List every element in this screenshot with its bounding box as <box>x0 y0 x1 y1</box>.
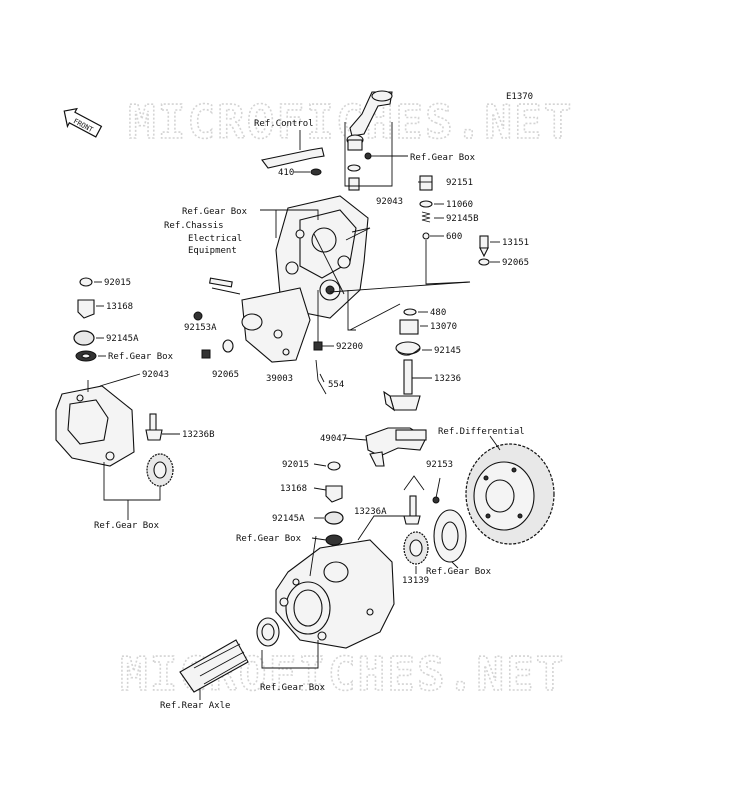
left-stack <box>73 277 97 362</box>
part-92065-washer-right <box>478 258 490 266</box>
label-13151: 13151 <box>502 238 529 248</box>
diagram-code: E1370 <box>506 92 533 102</box>
label-92145B: 92145B <box>446 214 479 224</box>
part-480 <box>403 308 417 316</box>
left-gear <box>146 453 174 487</box>
label-ref-gear-box-bottom: Ref.Gear Box <box>260 683 326 693</box>
mid-stack <box>324 461 344 546</box>
shift-fork-49047 <box>365 427 427 467</box>
bolt-92153 <box>432 477 441 504</box>
part-92153A-bolt <box>193 311 203 321</box>
shaft-13236A <box>403 495 421 525</box>
gear-13139 <box>403 531 429 565</box>
rear-axle <box>179 639 249 693</box>
label-92151: 92151 <box>446 178 473 188</box>
left-gear-box-housing <box>55 385 135 467</box>
label-11060: 11060 <box>446 200 473 210</box>
bearing <box>433 509 467 563</box>
shaft-13236 <box>383 359 421 412</box>
label-13139: 13139 <box>402 576 429 586</box>
label-ref-gear-box-right-bottom: Ref.Gear Box <box>426 567 492 577</box>
part-13070 <box>399 319 419 335</box>
part-92200 <box>313 341 323 351</box>
differential-gear <box>465 443 555 545</box>
shift-arm <box>346 90 393 191</box>
label-480: 480 <box>430 308 446 318</box>
label-ref-control: Ref.Control <box>254 119 314 129</box>
label-92015-left: 92015 <box>104 278 131 288</box>
part-410 <box>310 168 322 176</box>
label-92065-right: 92065 <box>502 258 529 268</box>
label-92065-mid: 92065 <box>212 370 239 380</box>
label-92043-top: 92043 <box>376 197 403 207</box>
label-13070: 13070 <box>430 322 457 332</box>
label-13236: 13236 <box>434 374 461 384</box>
detent-stack <box>419 175 433 240</box>
label-92145: 92145 <box>434 346 461 356</box>
label-ref-gear-box-left-bottom: Ref.Gear Box <box>94 521 160 531</box>
label-13236A: 13236A <box>354 507 387 517</box>
label-92015-mid: 92015 <box>282 460 309 470</box>
shaft-13236B <box>145 413 163 441</box>
label-ref-rear-axle: Ref.Rear Axle <box>160 701 230 711</box>
label-ref-chassis-3: Equipment <box>188 246 237 256</box>
front-arrow-icon: FRONT <box>63 107 103 138</box>
lower-gear-box-housing <box>275 539 395 649</box>
label-92153: 92153 <box>426 460 453 470</box>
label-13236B: 13236B <box>182 430 215 440</box>
switch-13151 <box>479 235 489 258</box>
gear-box-housing <box>275 195 369 319</box>
spring-92145 <box>395 341 421 356</box>
label-ref-gear-box-top: Ref.Gear Box <box>410 153 476 163</box>
label-92200: 92200 <box>336 342 363 352</box>
control-bracket <box>261 147 325 169</box>
label-13168-mid: 13168 <box>280 484 307 494</box>
label-49047: 49047 <box>320 434 347 444</box>
rod-39003 <box>315 359 327 395</box>
part-92065-washer <box>222 339 234 353</box>
label-92145A-mid: 92145A <box>272 514 305 524</box>
label-39003: 39003 <box>266 374 293 384</box>
seal <box>256 617 280 647</box>
label-ref-chassis-1: Ref.Chassis <box>164 221 224 231</box>
label-410: 410 <box>278 168 294 178</box>
label-92153A: 92153A <box>184 323 217 333</box>
label-ref-differential: Ref.Differential <box>438 427 525 437</box>
label-13168-left: 13168 <box>106 302 133 312</box>
chassis-bracket <box>241 287 311 363</box>
label-ref-gear-box-left-top: Ref.Gear Box <box>182 207 248 217</box>
bolt-icon <box>201 349 211 359</box>
label-554: 554 <box>328 380 344 390</box>
label-ref-gear-box-mid: Ref.Gear Box <box>236 534 302 544</box>
label-92145A-left: 92145A <box>106 334 139 344</box>
label-92043-left: 92043 <box>142 370 169 380</box>
label-600: 600 <box>446 232 462 242</box>
label-ref-gear-box-left-mid: Ref.Gear Box <box>108 352 174 362</box>
label-ref-chassis-2: Electrical <box>188 234 242 244</box>
